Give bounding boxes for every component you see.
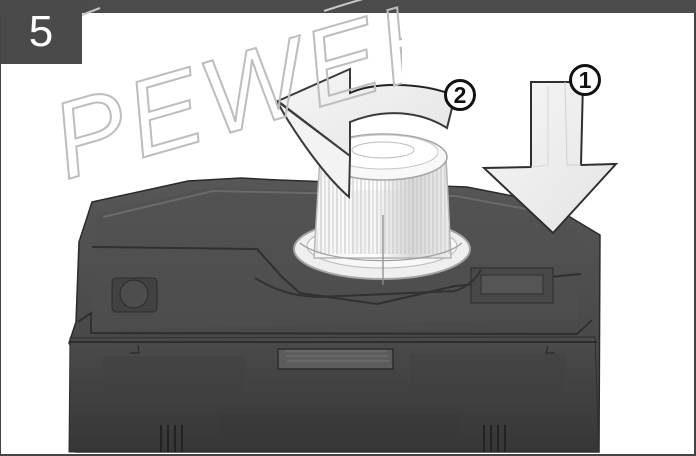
callout-2: 2	[444, 79, 476, 111]
callout-2-label: 2	[454, 84, 467, 107]
step-number: 5	[29, 10, 53, 54]
callout-1-label: 1	[579, 69, 592, 92]
callout-1: 1	[569, 64, 601, 96]
step-number-badge: 5	[0, 0, 82, 64]
